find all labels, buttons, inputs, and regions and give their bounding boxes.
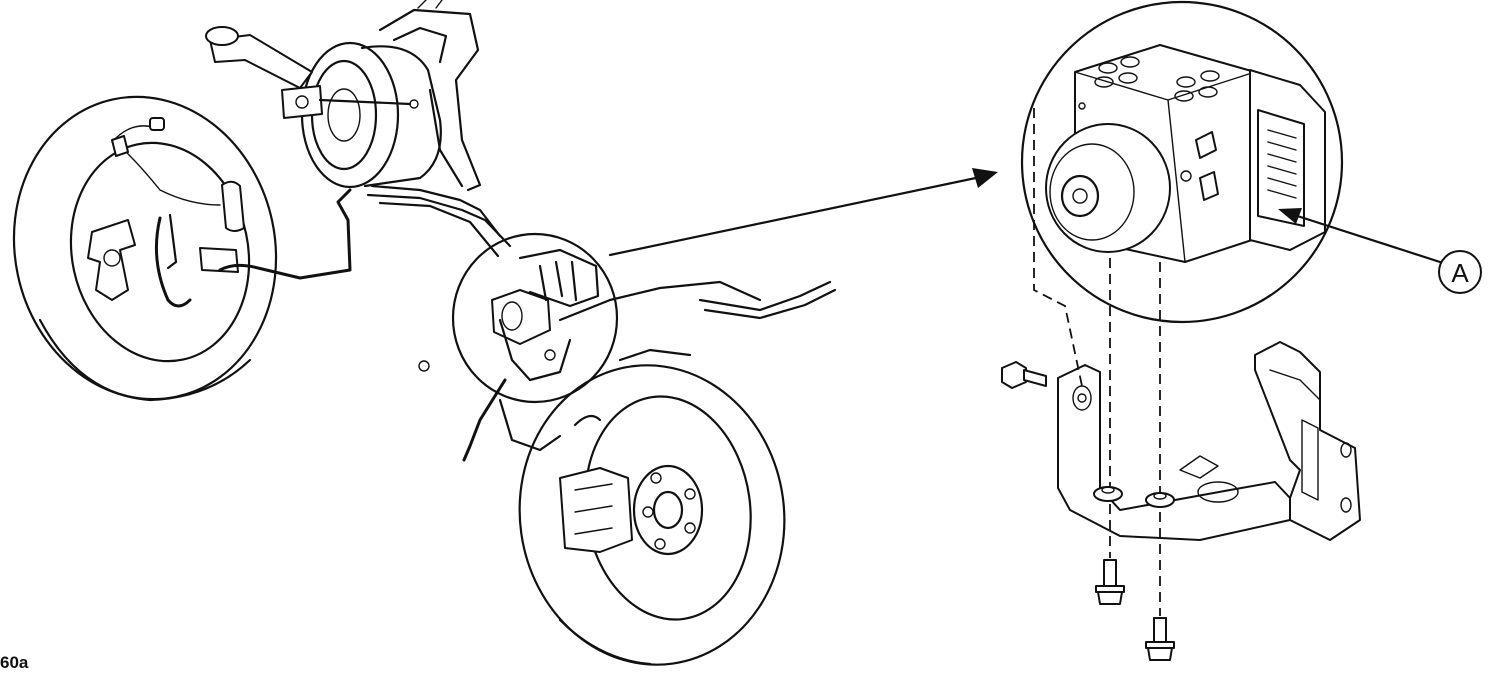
detail-view-circle: [1020, 0, 1344, 324]
left-brake-assembly: [87, 117, 245, 308]
hydraulic-control-unit: [1045, 44, 1256, 263]
front-wheel: [518, 364, 786, 666]
bolt-lower-right: [1145, 617, 1175, 661]
mounting-bracket: [1057, 341, 1361, 541]
bolt-lower-left: [1095, 559, 1125, 605]
detail-arrow: [608, 168, 998, 257]
pedal-bracket: [378, 0, 482, 192]
alignment-lines: [1033, 108, 1161, 616]
ecu-module: [1249, 69, 1326, 251]
brake-lines: [218, 184, 837, 462]
callout-a: A: [1278, 208, 1482, 294]
callout-a-label: A: [1451, 258, 1469, 288]
left-wheel: [12, 95, 278, 402]
bolt-side: [1001, 361, 1047, 389]
abs-unit-detail-circle: [418, 232, 619, 404]
master-cylinder: [205, 26, 419, 119]
brake-booster: [300, 41, 442, 189]
figure-code: 60a: [0, 653, 29, 672]
front-brake-assembly: [559, 348, 704, 556]
